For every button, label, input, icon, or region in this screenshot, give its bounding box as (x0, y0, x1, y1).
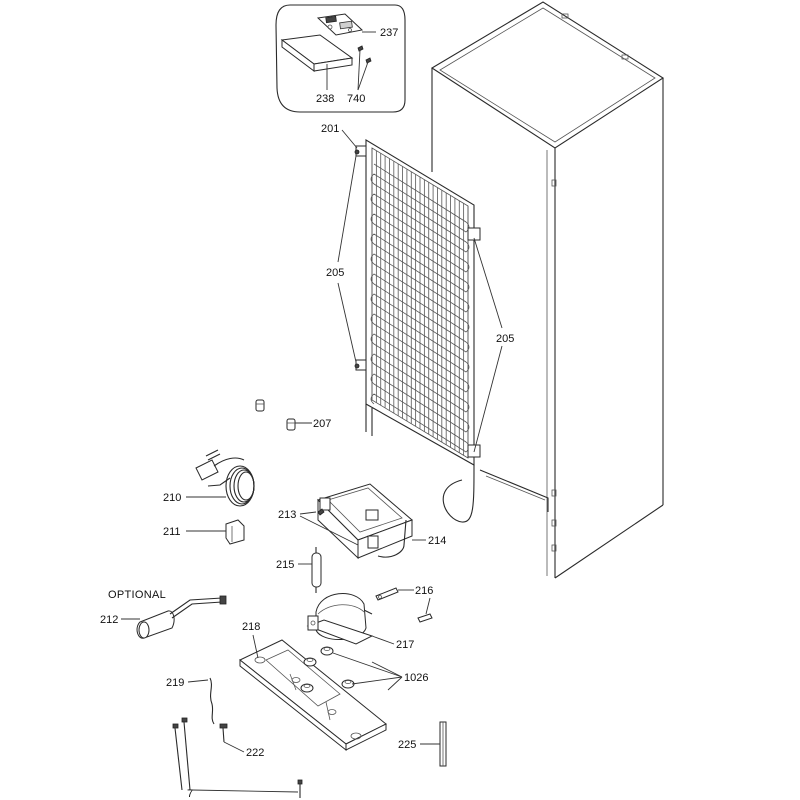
condenser-tubes (370, 163, 470, 453)
screw-740-a (357, 45, 364, 52)
cabinet-body (430, 1, 665, 579)
label-1026: 1026 (404, 672, 428, 684)
label-217: 217 (396, 639, 414, 651)
label-211: 211 (163, 526, 181, 538)
base-plate-218 (239, 639, 387, 752)
clamp-216 (375, 587, 433, 623)
label-216: 216 (415, 585, 433, 597)
label-205-left: 205 (326, 267, 344, 279)
label-207: 207 (313, 418, 331, 430)
label-201: 201 (321, 123, 339, 135)
condenser-201 (354, 139, 481, 523)
label-213: 213 (278, 509, 296, 521)
tube-225 (439, 721, 447, 767)
label-210: 210 (163, 492, 181, 504)
label-218: 218 (242, 621, 260, 633)
label-212: 212 (100, 614, 118, 626)
label-219: 219 (166, 677, 184, 689)
drip-tray-214 (317, 483, 413, 560)
relay-211 (225, 519, 245, 545)
power-cord-210 (195, 449, 255, 507)
label-238: 238 (316, 93, 334, 105)
condenser-tube (370, 163, 470, 453)
screw-213-a (317, 508, 325, 516)
label-222: 222 (246, 747, 264, 759)
bolt-222 (219, 723, 228, 743)
compressor-217 (306, 593, 374, 645)
wire-219 (209, 677, 215, 725)
label-237: 237 (380, 27, 398, 39)
label-214: 214 (428, 535, 446, 547)
condenser-bracket-tr (467, 227, 481, 241)
grommet-207 (255, 399, 296, 431)
callout-labels: 237 238 740 201 205 205 207 210 211 213 … (100, 27, 514, 800)
screw-740-b (365, 57, 372, 64)
label-225: 225 (398, 739, 416, 751)
optional-caption: OPTIONAL (108, 589, 166, 601)
screws-7 (172, 717, 303, 798)
optional-fan-212 (136, 595, 227, 639)
rubber-feet-1026 (300, 646, 355, 693)
inset-bubble (275, 4, 406, 113)
label-215: 215 (276, 559, 294, 571)
label-7: 7 (187, 788, 193, 800)
filter-drier-215 (311, 547, 322, 593)
board-cover-238 (280, 34, 354, 72)
control-board-237 (316, 13, 364, 36)
label-205-right: 205 (496, 333, 514, 345)
label-740: 740 (347, 93, 365, 105)
